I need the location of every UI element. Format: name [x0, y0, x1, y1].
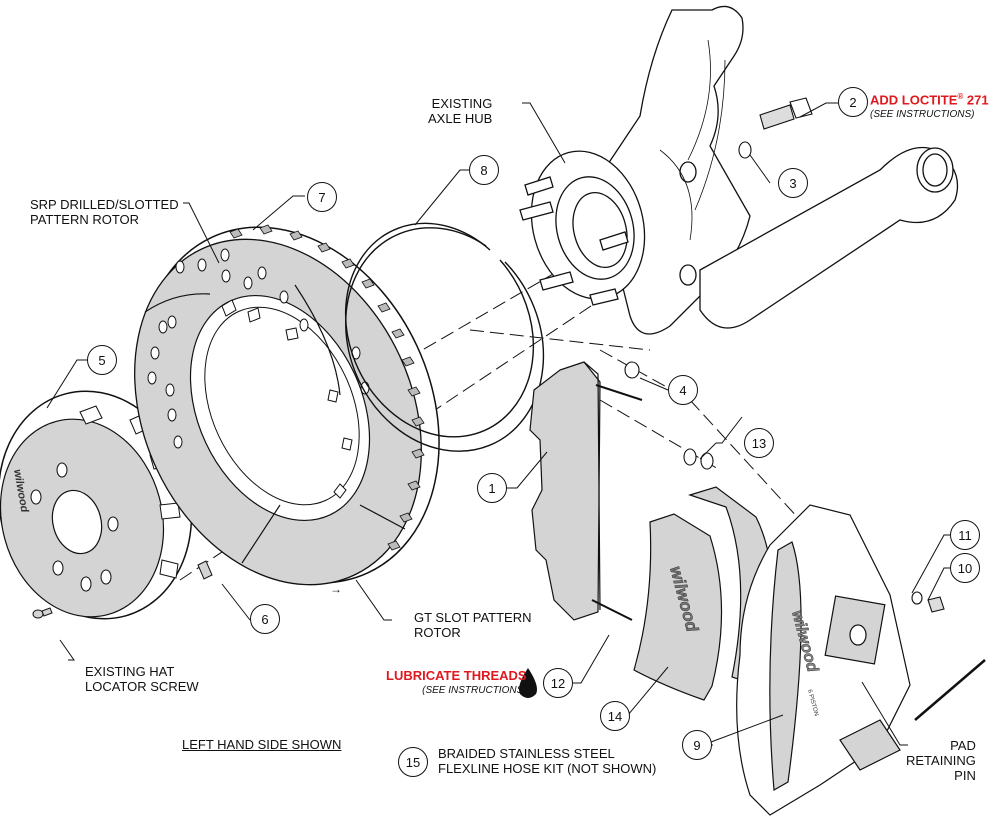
callout-2: 2 — [838, 87, 868, 117]
brake-rotor: → — [134, 224, 440, 596]
hat-clip — [197, 560, 213, 580]
callout-14: 14 — [600, 701, 630, 731]
callout-8: 8 — [469, 155, 499, 185]
note-loctite: ADD LOCTITE® 271 (SEE INSTRUCTIONS) — [870, 92, 989, 121]
axle-hub — [519, 150, 646, 306]
bleeder-nut-10 — [927, 596, 945, 613]
steering-knuckle — [596, 5, 959, 335]
rotor-hat: wilwood — [0, 390, 193, 620]
callout-3: 3 — [778, 168, 808, 198]
callout-4: 4 — [668, 375, 698, 405]
callout-7: 7 — [307, 182, 337, 212]
snap-ring — [344, 222, 545, 452]
callout-5: 5 — [87, 345, 117, 375]
callout-1: 1 — [477, 473, 507, 503]
callout-13: 13 — [744, 428, 774, 458]
callout-9: 9 — [682, 730, 712, 760]
brake-caliper — [736, 504, 986, 816]
oil-drop-icon — [519, 668, 537, 698]
knuckle-bolt — [759, 97, 813, 130]
callout-15: 15 — [398, 747, 428, 777]
callout-10: 10 — [950, 553, 980, 583]
caliper-mounting-bracket — [529, 361, 643, 621]
washer-11 — [911, 591, 923, 605]
callout-11: 11 — [950, 520, 980, 550]
callout-12: 12 — [543, 668, 573, 698]
hat-locator-screw — [32, 607, 53, 619]
rotation-arrow-icon: → — [330, 582, 342, 596]
callout-6: 6 — [250, 604, 280, 634]
washer-4 — [624, 361, 640, 379]
washer-3 — [738, 141, 752, 159]
label-left-hand-side-shown: LEFT HAND SIDE SHOWN — [182, 737, 342, 752]
shim-washers-13 — [683, 448, 714, 470]
note-lubricate-threads: LUBRICATE THREADS (SEE INSTRUCTIONS) — [386, 668, 527, 696]
